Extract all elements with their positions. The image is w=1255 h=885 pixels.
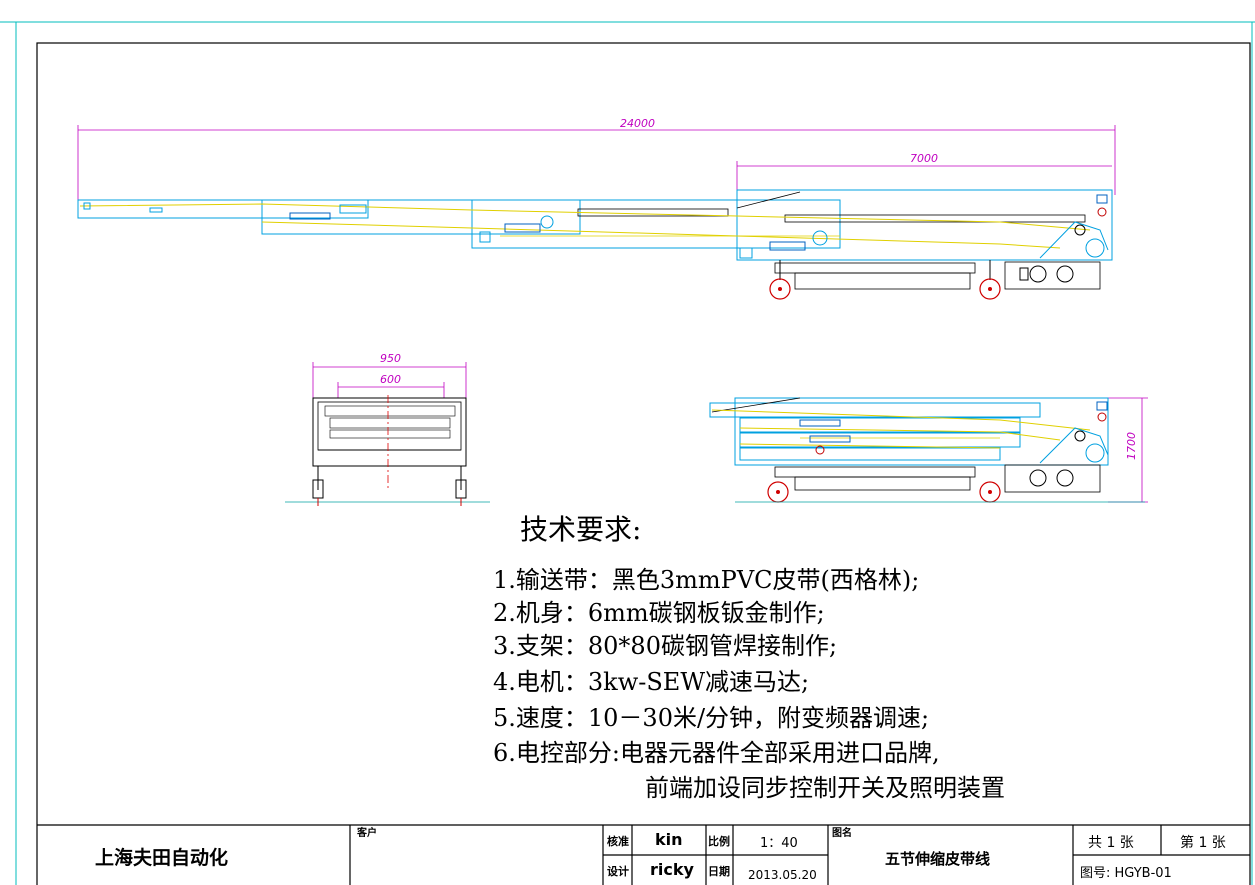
design-value: ricky bbox=[650, 860, 695, 879]
dim-width-outer: 950 bbox=[380, 352, 401, 365]
drawing-border bbox=[36, 42, 1251, 885]
requirement-item: 4.电机：3kw-SEW减速马达; bbox=[493, 668, 810, 696]
requirements-title: 技术要求: bbox=[520, 513, 642, 546]
requirement-item: 2.机身：6mm碳钢板钣金制作; bbox=[493, 599, 825, 627]
scale-label: 比例 bbox=[708, 834, 730, 848]
side-view-extended: 24000 7000 bbox=[77, 117, 1116, 300]
date-value: 2013.05.20 bbox=[748, 868, 817, 882]
dim-total-length: 24000 bbox=[620, 117, 655, 130]
dim-height: 1700 bbox=[1125, 432, 1138, 460]
scale-value: 1：40 bbox=[760, 836, 798, 851]
drawing-name-label: 图名 bbox=[832, 826, 852, 839]
requirement-item: 5.速度：10－30米/分钟，附变频器调速; bbox=[493, 704, 930, 732]
drawing-number: 图号: HGYB-01 bbox=[1080, 866, 1172, 881]
drawing-name: 五节伸缩皮带线 bbox=[885, 850, 990, 868]
dim-width-inner: 600 bbox=[380, 373, 401, 386]
company-name: 上海夫田自动化 bbox=[95, 846, 228, 869]
end-view: 950 600 bbox=[285, 352, 490, 506]
date-label: 日期 bbox=[708, 864, 730, 878]
wheel-icon bbox=[979, 278, 1001, 300]
requirement-item: 6.电控部分:电器元器件全部采用进口品牌, bbox=[493, 739, 940, 767]
sheet-number: 第 1 张 bbox=[1180, 834, 1226, 851]
total-sheets: 共 1 张 bbox=[1088, 835, 1134, 851]
side-view-retracted: 1700 bbox=[709, 397, 1148, 503]
wheel-icon bbox=[769, 278, 791, 300]
requirement-item: 1.输送带：黑色3mmPVC皮带(西格林); bbox=[493, 566, 920, 594]
client-label: 客户 bbox=[356, 826, 377, 839]
approve-value: kin bbox=[655, 830, 683, 849]
dim-base-length: 7000 bbox=[910, 152, 938, 165]
requirement-item: 3.支架：80*80碳钢管焊接制作; bbox=[493, 632, 838, 660]
design-label: 设计 bbox=[607, 864, 629, 878]
title-block bbox=[37, 824, 1250, 885]
approve-label: 核准 bbox=[607, 834, 629, 848]
requirement-item: 前端加设同步控制开关及照明装置 bbox=[645, 774, 1005, 802]
